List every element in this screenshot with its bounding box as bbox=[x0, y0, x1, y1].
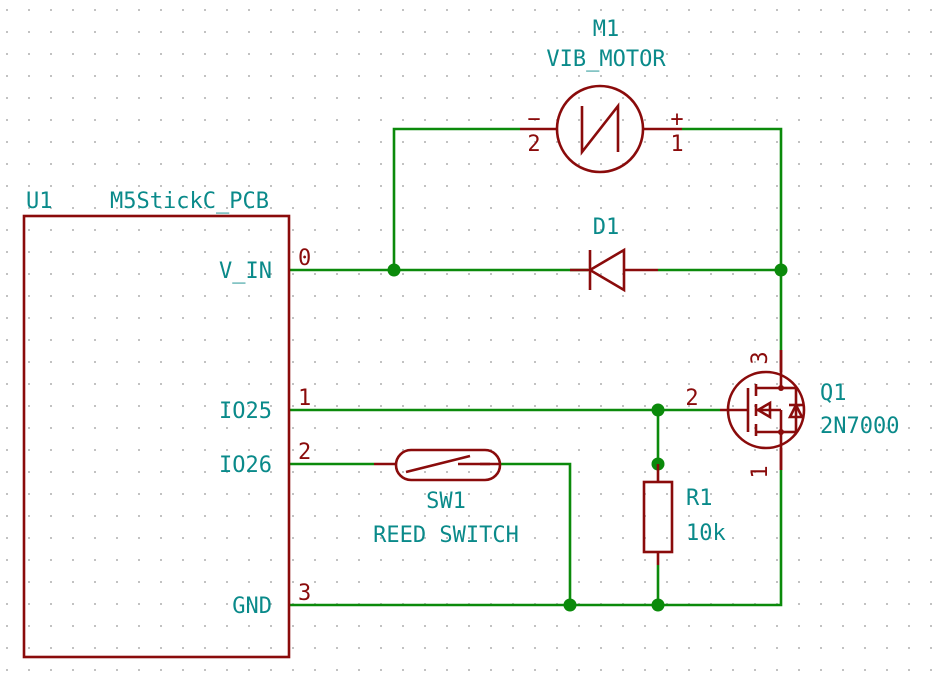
u1-pin-number-vin: 0 bbox=[298, 246, 311, 271]
q1-value: 2N7000 bbox=[820, 414, 899, 439]
m1-plus-sign: + bbox=[670, 107, 683, 132]
m1-minus-sign: − bbox=[527, 107, 540, 132]
u1-pin-name-vin: V_IN bbox=[219, 259, 272, 284]
junction-dot bbox=[651, 598, 665, 612]
sw1-value: REED SWITCH bbox=[373, 523, 519, 548]
junctions bbox=[387, 263, 788, 612]
m1-ref: M1 bbox=[593, 17, 620, 42]
q1-pin-drain: 3 bbox=[748, 351, 773, 364]
wires bbox=[290, 127, 783, 607]
q1-ref: Q1 bbox=[820, 381, 847, 406]
q1-pin-gate: 2 bbox=[685, 386, 698, 411]
u1-value: M5StickC_PCB bbox=[110, 189, 269, 214]
wire-gnd[interactable] bbox=[290, 470, 783, 607]
wire-motor-minus[interactable] bbox=[392, 127, 520, 270]
r1-ref: R1 bbox=[686, 486, 713, 511]
m1-value: VIB_MOTOR bbox=[546, 47, 666, 72]
component-d1[interactable]: D1 bbox=[570, 215, 658, 293]
component-r1[interactable]: R1 10k bbox=[642, 464, 726, 565]
wire-motor-plus[interactable] bbox=[682, 127, 783, 350]
u1-pin-name-io26: IO26 bbox=[219, 453, 272, 478]
mosfet-arrow-icon bbox=[755, 400, 772, 420]
m1-pin-plus: 1 bbox=[670, 132, 683, 157]
u1-pin-number-io26: 2 bbox=[298, 440, 311, 465]
sw1-ref: SW1 bbox=[426, 489, 466, 514]
u1-pin-name-io25: IO25 bbox=[219, 399, 272, 424]
junction-dot bbox=[774, 263, 788, 277]
diode-triangle-icon bbox=[587, 247, 626, 293]
junction-dot bbox=[651, 403, 665, 417]
motor-icon bbox=[555, 84, 645, 174]
u1-pin-number-gnd: 3 bbox=[298, 581, 311, 606]
r1-value: 10k bbox=[686, 521, 726, 546]
d1-ref: D1 bbox=[593, 215, 620, 240]
body-diode-icon bbox=[787, 402, 805, 419]
wire-sw1-gnd[interactable] bbox=[500, 462, 572, 605]
reed-switch-icon bbox=[394, 448, 502, 482]
m1-pin-minus: 2 bbox=[527, 132, 540, 157]
junction-dot bbox=[387, 263, 401, 277]
component-q1[interactable]: 2 3 1 Q1 2N7000 bbox=[685, 350, 899, 479]
junction-dot bbox=[563, 598, 577, 612]
component-sw1[interactable]: SW1 REED SWITCH bbox=[373, 448, 519, 548]
component-u1[interactable]: U1 M5StickC_PCB V_IN 0 IO25 1 IO26 2 GND… bbox=[22, 189, 311, 659]
component-m1[interactable]: M1 VIB_MOTOR − 2 + 1 bbox=[520, 17, 684, 174]
u1-pin-name-gnd: GND bbox=[232, 594, 272, 619]
u1-ref: U1 bbox=[26, 189, 53, 214]
u1-pin-number-io25: 1 bbox=[298, 386, 311, 411]
q1-pin-source: 1 bbox=[748, 465, 773, 478]
motor-winding-icon bbox=[580, 102, 620, 156]
resistor-icon bbox=[642, 480, 674, 554]
u1-body bbox=[22, 214, 291, 659]
